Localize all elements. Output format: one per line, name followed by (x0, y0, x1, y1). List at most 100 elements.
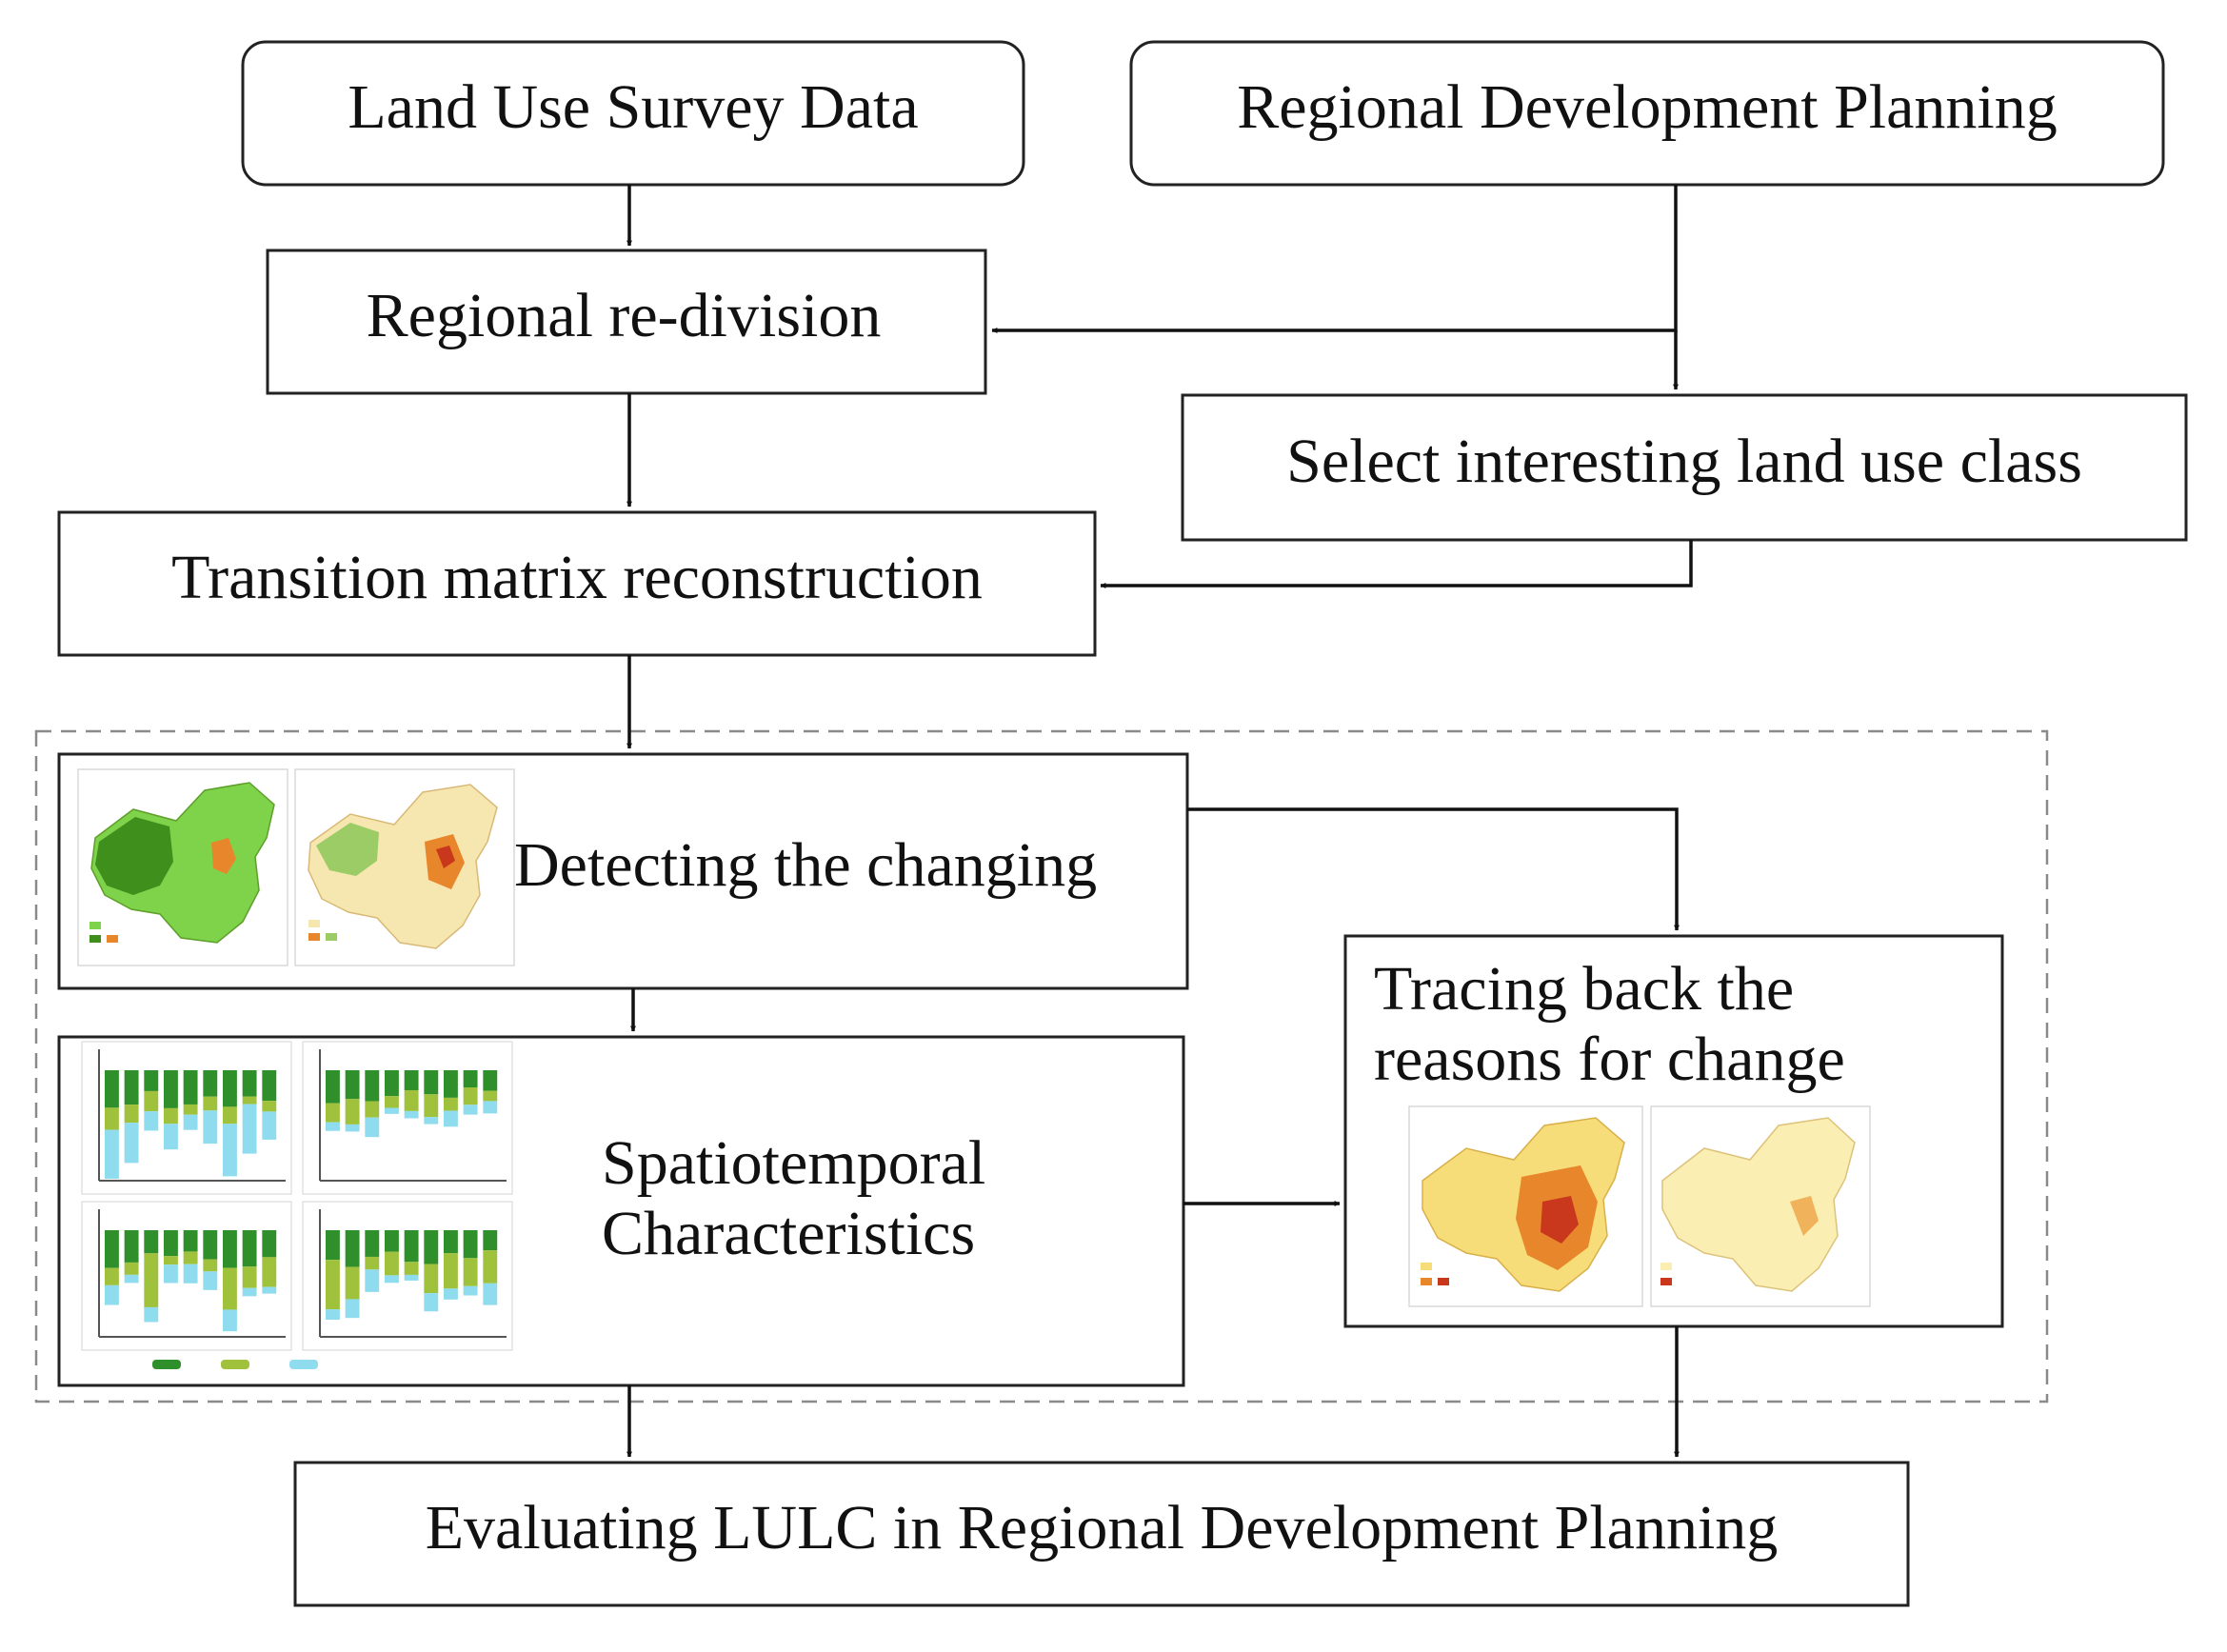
node-regional-development-planning: Regional Development Planning (1129, 40, 2165, 187)
bar-segment-cyan (144, 1306, 159, 1323)
bar-segment-olive (444, 1253, 458, 1289)
bar-segment-green (424, 1070, 439, 1095)
bar-segment-olive (164, 1256, 178, 1265)
map-legend-swatch (326, 933, 337, 941)
bar-segment-cyan (124, 1274, 139, 1284)
map-legend-swatch (308, 920, 320, 927)
bar-segment-cyan (326, 1309, 340, 1320)
bar-segment-cyan (203, 1110, 218, 1144)
bar-segment-green (463, 1230, 478, 1259)
bar-segment-cyan (223, 1124, 237, 1177)
bar-segment-green (183, 1230, 198, 1252)
node-evaluating-lulc: Evaluating LULC in Regional Development … (293, 1461, 1910, 1607)
bar-segment-cyan (404, 1274, 419, 1281)
bar-segment-olive (223, 1106, 237, 1125)
bar-segment-olive (164, 1107, 178, 1125)
bar-segment-green (124, 1230, 139, 1263)
detecting-map-thumbnail-green (77, 768, 288, 966)
bar-segment-green (444, 1070, 458, 1098)
legend-swatch-cyan (289, 1360, 318, 1369)
bar-segment-cyan (164, 1124, 178, 1150)
bar-segment-olive (183, 1251, 198, 1264)
bar-segment-olive (124, 1105, 139, 1124)
bar-segment-cyan (183, 1264, 198, 1284)
bar-segment-green (404, 1230, 419, 1263)
edge-detecting-to-tracing (1187, 807, 1680, 931)
map-legend-swatch (1438, 1278, 1449, 1285)
map-legend-swatch (1660, 1278, 1672, 1285)
bar-segment-green (385, 1230, 399, 1252)
bar-segment-cyan (326, 1122, 340, 1131)
map-legend-swatch (1421, 1278, 1432, 1285)
bar-segment-olive (404, 1089, 419, 1111)
map-legend-swatch (308, 933, 320, 941)
bar-segment-cyan (424, 1117, 439, 1125)
tracing-map-thumbnail-1 (1408, 1105, 1643, 1307)
bar-segment-olive (262, 1257, 277, 1287)
bar-segment-green (203, 1070, 218, 1097)
spatiotemporal-label-line2: Characteristics (602, 1199, 975, 1268)
map-legend-swatch (89, 935, 101, 943)
legend-swatch-green (152, 1360, 181, 1369)
china-map-pale-orange-spot (1790, 1196, 1819, 1236)
bar-segment-green (223, 1230, 237, 1268)
bar-segment-olive (463, 1258, 478, 1286)
bar-segment-olive (223, 1267, 237, 1310)
bar-segment-cyan (183, 1114, 198, 1130)
bar-segment-olive (483, 1250, 498, 1284)
bar-segment-olive (444, 1097, 458, 1111)
select-land-use-class-label: Select interesting land use class (1286, 427, 2082, 496)
bar-segment-olive (365, 1256, 380, 1270)
analysis-group-boundary (34, 729, 2049, 1403)
node-land-use-survey-data: Land Use Survey Data (241, 40, 1025, 187)
bar-chart-thumbnail-2 (302, 1041, 513, 1195)
bar-chart-thumbnail-1 (81, 1041, 292, 1195)
bar-segment-olive (105, 1267, 119, 1285)
bar-segment-green (164, 1230, 178, 1257)
bar-segment-cyan (463, 1285, 478, 1296)
spatiotemporal-label-line1: Spatiotemporal (602, 1128, 985, 1198)
bar-segment-green (105, 1070, 119, 1108)
node-transition-matrix-reconstruction: Transition matrix reconstruction (57, 510, 1097, 657)
bar-segment-cyan (242, 1104, 257, 1154)
bar-segment-cyan (385, 1107, 399, 1114)
china-map-green-hotspot (211, 838, 236, 874)
bar-segment-olive (424, 1264, 439, 1294)
bar-segment-olive (144, 1090, 159, 1112)
bar-segment-green (463, 1070, 478, 1088)
edge-planning-to-redivision (991, 185, 1678, 333)
bar-chart-legend (152, 1360, 318, 1369)
bar-segment-green (242, 1070, 257, 1097)
bar-segment-green (164, 1070, 178, 1108)
map-legend-swatch (89, 922, 101, 929)
bar-segment-green (424, 1230, 439, 1264)
bar-segment-green (365, 1070, 380, 1102)
bar-segment-green (345, 1070, 360, 1100)
bar-segment-green (385, 1070, 399, 1097)
bar-chart-thumbnail-3 (81, 1201, 292, 1351)
bar-segment-olive (365, 1101, 380, 1118)
bar-segment-green (404, 1070, 419, 1090)
land-use-survey-data-label: Land Use Survey Data (348, 72, 918, 142)
bar-segment-green (144, 1230, 159, 1254)
tracing-label-line1: Tracing back the (1374, 954, 1794, 1024)
bar-segment-cyan (365, 1117, 380, 1138)
bar-segment-cyan (124, 1123, 139, 1164)
bar-segment-green (124, 1070, 139, 1105)
bar-segment-olive (144, 1253, 159, 1307)
bar-segment-green (203, 1230, 218, 1260)
regional-re-division-label: Regional re-division (367, 281, 882, 350)
bar-segment-green (483, 1230, 498, 1251)
bar-segment-olive (424, 1094, 439, 1118)
bar-segment-olive (483, 1090, 498, 1102)
bar-segment-cyan (105, 1129, 119, 1179)
china-map-green-patch (316, 823, 379, 876)
bar-segment-green (444, 1230, 458, 1254)
bar-segment-olive (242, 1096, 257, 1105)
regional-development-planning-label: Regional Development Planning (1237, 72, 2058, 142)
bar-segment-olive (203, 1259, 218, 1272)
bar-segment-olive (404, 1262, 419, 1275)
bar-segment-cyan (262, 1111, 277, 1140)
bar-segment-cyan (262, 1286, 277, 1294)
bar-segment-olive (262, 1101, 277, 1112)
